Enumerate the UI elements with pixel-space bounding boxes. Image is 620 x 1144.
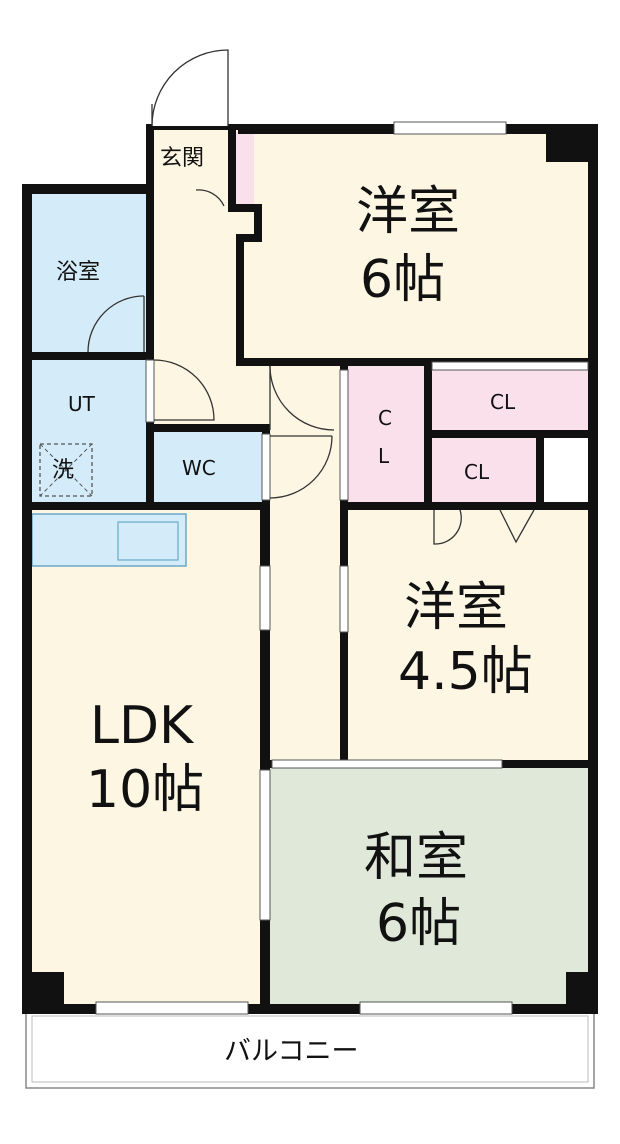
bath-fill xyxy=(28,190,150,356)
room-japanese-fill xyxy=(266,766,590,1008)
closet-small-fill xyxy=(430,438,540,506)
genkan-fill xyxy=(150,128,240,208)
room-western-45-fill xyxy=(346,508,590,764)
closet-vertical-fill xyxy=(344,366,428,506)
balcony-rail xyxy=(31,1015,589,1083)
closet-horizontal-fill xyxy=(430,366,590,432)
wc-fill xyxy=(150,428,264,506)
door-swings xyxy=(87,49,535,545)
kitchen-sink xyxy=(117,521,179,561)
balcony-area xyxy=(25,1009,595,1089)
genkan-shoebox xyxy=(232,132,254,208)
ldk-fill xyxy=(28,506,266,1010)
windows xyxy=(95,121,513,1015)
door-openings xyxy=(145,64,589,921)
